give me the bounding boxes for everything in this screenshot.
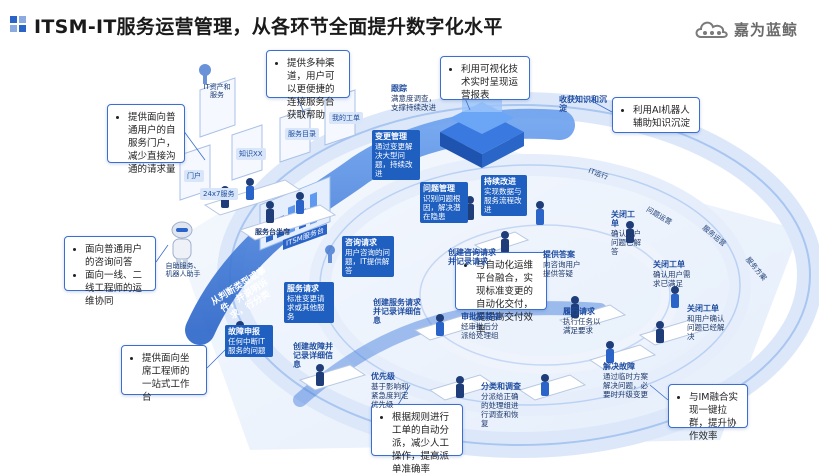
callout-text: 提供面向普通用户的自服务门户，减少直接沟通的请求量 bbox=[128, 111, 176, 176]
step-desc: 确认用户需求已满足 bbox=[653, 270, 691, 288]
step-desc: 实现数据与服务流程改进 bbox=[484, 187, 522, 214]
callout-text: 提供多种渠道，用户可以更便捷的连接服务台获取帮助 bbox=[287, 57, 341, 122]
step-desc: 识别问题根因，解决潜在隐患 bbox=[423, 194, 461, 221]
step-priority: 优先级 基于影响和紧急度判定优先级 bbox=[368, 370, 412, 411]
step-desc: 用户咨询的问题，IT提供解答 bbox=[345, 248, 390, 275]
step-desc: 和用户确认问题已经解决 bbox=[687, 314, 725, 341]
callout-multi-channel: 提供多种渠道，用户可以更便捷的连接服务台获取帮助 bbox=[266, 50, 350, 121]
callout-text: 面向普通用户的咨询问答 bbox=[85, 243, 147, 269]
step-fulfil: 履行请求 执行任务以满足要求 bbox=[560, 305, 610, 337]
callout-agent-workbench: 提供面向坐席工程师的一站式工作台 bbox=[121, 345, 207, 403]
step-title: 创建服务请求并记录详细信息 bbox=[373, 298, 421, 325]
step-title: 履行请求 bbox=[563, 307, 595, 316]
step-create-fault: 创建故障并记录详细信息 bbox=[290, 340, 340, 372]
callout-text: 利用AI机器人辅助知识沉淀 bbox=[633, 104, 691, 130]
step-title: 服务请求 bbox=[287, 284, 319, 293]
portal-chip[interactable]: 知识XX bbox=[236, 148, 266, 160]
step-title: 故障申报 bbox=[228, 327, 260, 336]
step-approve-route: 审批和路由 经审批后分派给处理组 bbox=[458, 310, 508, 342]
step-title: 变更管理 bbox=[375, 132, 407, 141]
callout-text: 与自动化运维平台融合，实现标准变更的自动化交付，提提高交付效率 bbox=[476, 259, 538, 337]
callout-ai-knowledge: 利用AI机器人辅助知识沉淀 bbox=[612, 97, 700, 133]
step-title: 咨询请求 bbox=[345, 238, 377, 247]
inner-ring-edge bbox=[419, 224, 671, 366]
step-improve: 持续改进 实现数据与服务流程改进 bbox=[481, 175, 527, 216]
callout-text: 提供面向坐席工程师的一站式工作台 bbox=[142, 352, 198, 404]
callout-text: 利用可视化技术实时呈现运营报表 bbox=[461, 63, 521, 102]
page-title: ITSM-IT服务运营管理，从各环节全面提升数字化水平 bbox=[34, 16, 503, 38]
portal-chip[interactable]: 我的工单 bbox=[329, 112, 363, 124]
step-title: 审批和路由 bbox=[461, 312, 501, 321]
step-title: 分类和调查 bbox=[481, 382, 521, 391]
portal-chip[interactable]: 24x7服务 bbox=[200, 188, 238, 200]
step-create-consult: 创建咨询请求并记录请求 bbox=[445, 246, 503, 269]
step-desc: 向咨询用户提供答疑 bbox=[543, 260, 581, 278]
callout-realtime-reports: 利用可视化技术实时呈现运营报表 bbox=[440, 56, 530, 102]
step-knowledge: 收获知识和沉淀 bbox=[556, 93, 612, 116]
server-stack bbox=[440, 92, 524, 168]
callout-text: 根据规则进行工单的自动分派，减少人工操作，提高派单准确率 bbox=[392, 411, 454, 476]
step-problem: 问题管理 识别问题根因，解决潜在隐患 bbox=[420, 182, 468, 223]
step-title: 持续改进 bbox=[484, 177, 516, 186]
step-resolve: 解决故障 通过临时方案解决问题，必要时升级变更 bbox=[600, 360, 652, 401]
robot-label: 自助服务、机器人助手 bbox=[165, 262, 201, 278]
step-desc: 执行任务以满足要求 bbox=[563, 317, 601, 335]
plants bbox=[199, 64, 335, 263]
service-desk-label: 服务台坐席 bbox=[255, 228, 290, 236]
step-analyze: 分类和调查 分派给正确的处理组进行调查和恢复 bbox=[478, 380, 524, 430]
robot-icon bbox=[171, 221, 193, 269]
step-title: 关闭工单 bbox=[653, 260, 685, 269]
step-answer: 提供答案 向咨询用户提供答疑 bbox=[540, 248, 586, 280]
step-desc: 分派给正确的处理组进行调查和恢复 bbox=[481, 392, 519, 428]
callout-robot-assistant: 面向普通用户的咨询问答 面向一线、二线工程师的运维协同 bbox=[64, 236, 156, 307]
step-change: 变更管理 通过变更解决大型问题，持续改进 bbox=[372, 130, 420, 180]
step-desc: 任何中断IT服务的问题 bbox=[228, 337, 266, 355]
step-title: 解决故障 bbox=[603, 362, 635, 371]
cloud-logo-icon bbox=[695, 21, 728, 38]
portal-chip[interactable]: 服务目录 bbox=[285, 128, 319, 140]
step-title: 关闭工单 bbox=[611, 210, 635, 228]
step-desc: 经审批后分派给处理组 bbox=[461, 322, 499, 340]
step-desc: 满意度调查，支撑持续改进 bbox=[391, 94, 436, 112]
callout-auto-dispatch: 根据规则进行工单的自动分派，减少人工操作，提高派单准确率 bbox=[371, 404, 463, 475]
step-desc: 标准变更请求或其他服务 bbox=[287, 294, 325, 321]
step-desc: 基于影响和紧急度判定优先级 bbox=[371, 382, 409, 409]
step-title: 问题管理 bbox=[423, 184, 455, 193]
step-tracking: 跟踪 满意度调查，支撑持续改进 bbox=[388, 82, 440, 114]
callout-im-integration: 与IM融合实现一键拉群，提升协作效率 bbox=[668, 384, 748, 442]
step-title: 关闭工单 bbox=[687, 304, 719, 313]
step-title: 收获知识和沉淀 bbox=[559, 95, 607, 113]
step-fault-report: 故障申报 任何中断IT服务的问题 bbox=[225, 325, 273, 357]
step-create-service: 创建服务请求并记录详细信息 bbox=[370, 296, 428, 328]
brand-name: 嘉为蓝鲸 bbox=[734, 20, 799, 39]
portal-chip[interactable]: 门户 bbox=[184, 170, 204, 182]
step-consult: 咨询请求 用户咨询的问题，IT提供解答 bbox=[342, 236, 394, 277]
step-title: 跟踪 bbox=[391, 84, 407, 93]
step-title: 创建咨询请求并记录请求 bbox=[448, 248, 496, 266]
step-title: 优先级 bbox=[371, 372, 395, 381]
callout-text: 面向一线、二线工程师的运维协同 bbox=[85, 269, 147, 308]
step-desc: 通过变更解决大型问题，持续改进 bbox=[375, 142, 413, 178]
step-title: 创建故障并记录详细信息 bbox=[293, 342, 333, 369]
step-close-service: 关闭工单 确认用户需求已满足 bbox=[650, 258, 696, 290]
self-portal-label: IT资产和服务 bbox=[203, 83, 231, 99]
step-service-request: 服务请求 标准变更请求或其他服务 bbox=[284, 282, 334, 323]
callout-automation-delivery: 与自动化运维平台融合，实现标准变更的自动化交付，提提高交付效率 bbox=[455, 252, 547, 336]
step-close-fault: 关闭工单 和用户确认问题已经解决 bbox=[684, 302, 732, 343]
step-desc: 确认用户问题已解答 bbox=[611, 229, 641, 256]
callout-text: 与IM融合实现一键拉群，提升协作效率 bbox=[689, 391, 739, 443]
step-title: 提供答案 bbox=[543, 250, 575, 259]
step-desc: 通过临时方案解决问题，必要时升级变更 bbox=[603, 372, 648, 399]
step-close-consult: 关闭工单 确认用户问题已解答 bbox=[608, 208, 644, 258]
callout-self-service-portal: 提供面向普通用户的自服务门户，减少直接沟通的请求量 bbox=[107, 104, 185, 175]
brand-logo: 嘉为蓝鲸 bbox=[693, 16, 798, 42]
title-bullet-icon bbox=[10, 16, 26, 32]
